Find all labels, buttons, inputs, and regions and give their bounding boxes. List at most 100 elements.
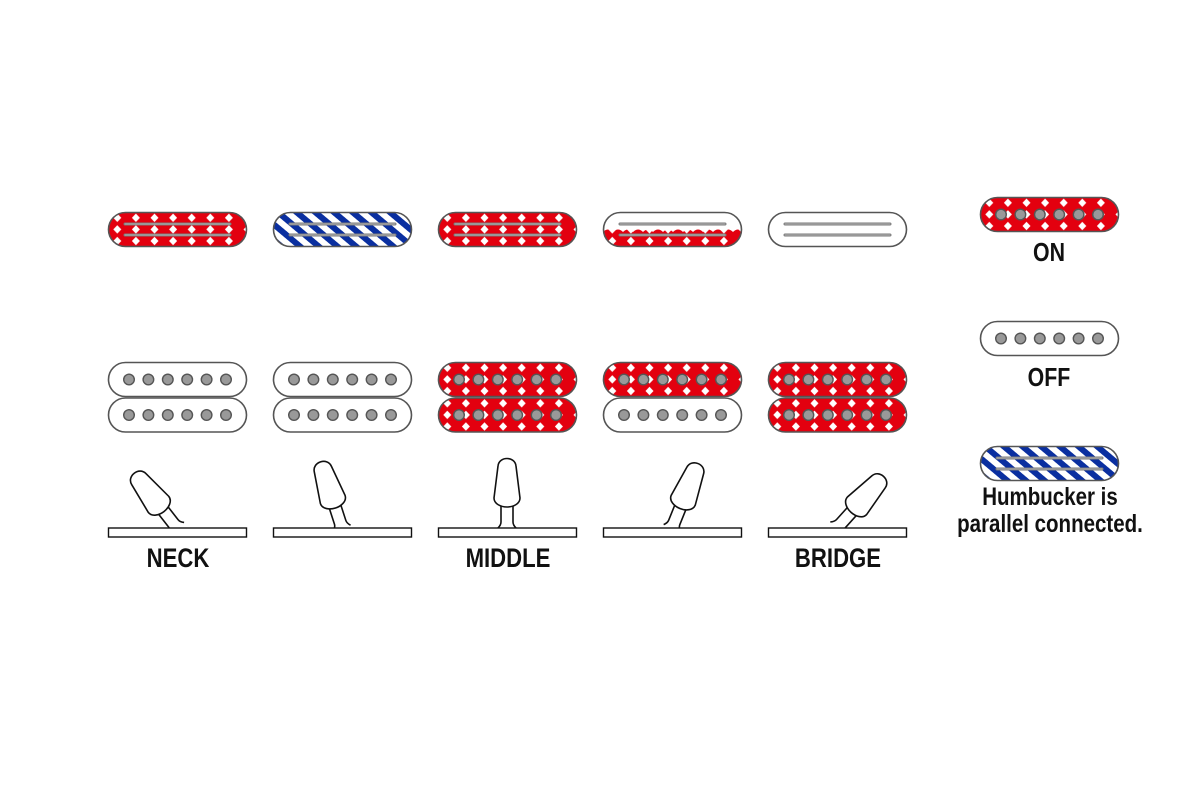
- pole-piece: [219, 408, 232, 422]
- switch-plate: [107, 527, 248, 538]
- switch-position-3: [437, 211, 578, 538]
- pole-piece: [511, 373, 524, 386]
- pole-piece: [821, 408, 834, 422]
- pole-piece: [714, 408, 727, 422]
- pole-piece: [1014, 208, 1027, 221]
- pole-piece: [142, 408, 155, 422]
- pole-piece: [656, 373, 669, 386]
- humbucker-coil-bottom-2: [272, 397, 413, 433]
- pole-piece: [287, 408, 301, 422]
- switch-stem: [497, 505, 517, 529]
- switch-position-4: [602, 211, 743, 538]
- pole-piece: [472, 373, 485, 386]
- pole-piece: [452, 373, 466, 386]
- pole-piece: [695, 373, 708, 386]
- toggle-switch-2: [272, 460, 413, 538]
- pole-piece: [1091, 332, 1104, 345]
- pole-piece: [122, 373, 136, 386]
- pole-piece: [511, 408, 524, 422]
- pole-piece: [326, 408, 339, 422]
- single-pickup-3: [437, 211, 578, 248]
- pole-piece: [617, 373, 631, 386]
- pole-piece: [384, 373, 397, 386]
- switch-plate: [767, 527, 908, 538]
- pole-piece: [365, 373, 378, 386]
- humbucker-coil-top-2: [272, 361, 413, 398]
- pole-piece: [676, 373, 689, 386]
- pole-piece: [452, 408, 466, 422]
- legend-parallel-swatch: [979, 445, 1120, 482]
- pole-piece: [530, 408, 543, 422]
- switch-position-1: [107, 211, 248, 538]
- switch-position-2: [272, 211, 413, 538]
- pole-piece: [879, 373, 892, 386]
- legend-parallel-line2: parallel connected.: [957, 510, 1143, 538]
- toggle-switch-1: [107, 470, 248, 538]
- legend-parallel-label: Humbucker is parallel connected.: [952, 484, 1149, 538]
- pole-piece: [841, 373, 854, 386]
- humbucker-coil-top-3: [437, 361, 578, 398]
- pole-piece: [530, 373, 543, 386]
- switch-position-5: [767, 211, 908, 538]
- humbucker-coil-top-4: [602, 361, 743, 398]
- switch-knob-icon: [313, 460, 347, 510]
- humbucker-coil-top-5: [767, 361, 908, 398]
- pole-piece: [307, 373, 320, 386]
- legend-parallel-line1: Humbucker is: [982, 483, 1118, 511]
- pole-piece: [656, 408, 669, 422]
- pole-piece: [472, 408, 485, 422]
- pole-piece: [802, 373, 815, 386]
- pole-piece: [860, 408, 873, 422]
- pole-piece: [326, 373, 339, 386]
- humbucker-coil-bottom-3: [437, 397, 578, 433]
- pole-piece: [346, 408, 359, 422]
- legend-on-swatch: [979, 196, 1120, 233]
- single-pickup-1: [107, 211, 248, 248]
- pole-piece: [994, 208, 1008, 221]
- pole-piece: [287, 373, 301, 386]
- switch-knob-icon: [844, 472, 888, 518]
- pole-piece: [695, 408, 708, 422]
- humbucker-coil-bottom-5: [767, 397, 908, 433]
- pole-piece: [491, 373, 504, 386]
- pole-piece: [637, 373, 650, 386]
- pole-piece: [1091, 208, 1104, 221]
- pole-piece: [782, 373, 796, 386]
- pole-piece: [122, 408, 136, 422]
- single-pickup-4: [602, 211, 743, 248]
- toggle-switch-5: [767, 472, 908, 538]
- legend-off-swatch: [979, 320, 1120, 357]
- switch-knob-icon: [493, 457, 521, 508]
- half-active-fill: [603, 229, 742, 247]
- pole-piece: [181, 373, 194, 386]
- pole-piece: [491, 408, 504, 422]
- pole-piece: [782, 408, 796, 422]
- pole-piece: [1072, 208, 1085, 221]
- pole-piece: [219, 373, 232, 386]
- position-label-neck: NECK: [146, 543, 210, 573]
- pole-piece: [1053, 332, 1066, 345]
- pole-piece: [142, 373, 155, 386]
- pole-piece: [549, 373, 562, 386]
- pole-piece: [161, 373, 174, 386]
- switch-plate: [602, 527, 743, 538]
- pole-piece: [617, 408, 631, 422]
- pole-piece: [1014, 332, 1027, 345]
- pole-piece: [676, 408, 689, 422]
- pole-piece: [1033, 208, 1046, 221]
- position-label-bridge: BRIDGE: [794, 543, 882, 573]
- pole-piece: [181, 408, 194, 422]
- pole-piece: [841, 408, 854, 422]
- pole-piece: [161, 408, 174, 422]
- pole-piece: [821, 373, 834, 386]
- pole-piece: [1072, 332, 1085, 345]
- humbucker-coil-top-1: [107, 361, 248, 398]
- pole-piece: [802, 408, 815, 422]
- switch-knob-icon: [669, 462, 705, 511]
- pole-piece: [637, 408, 650, 422]
- pole-piece: [1033, 332, 1046, 345]
- pole-piece: [879, 408, 892, 422]
- legend-on-label: ON: [1033, 237, 1065, 267]
- pole-piece: [549, 408, 562, 422]
